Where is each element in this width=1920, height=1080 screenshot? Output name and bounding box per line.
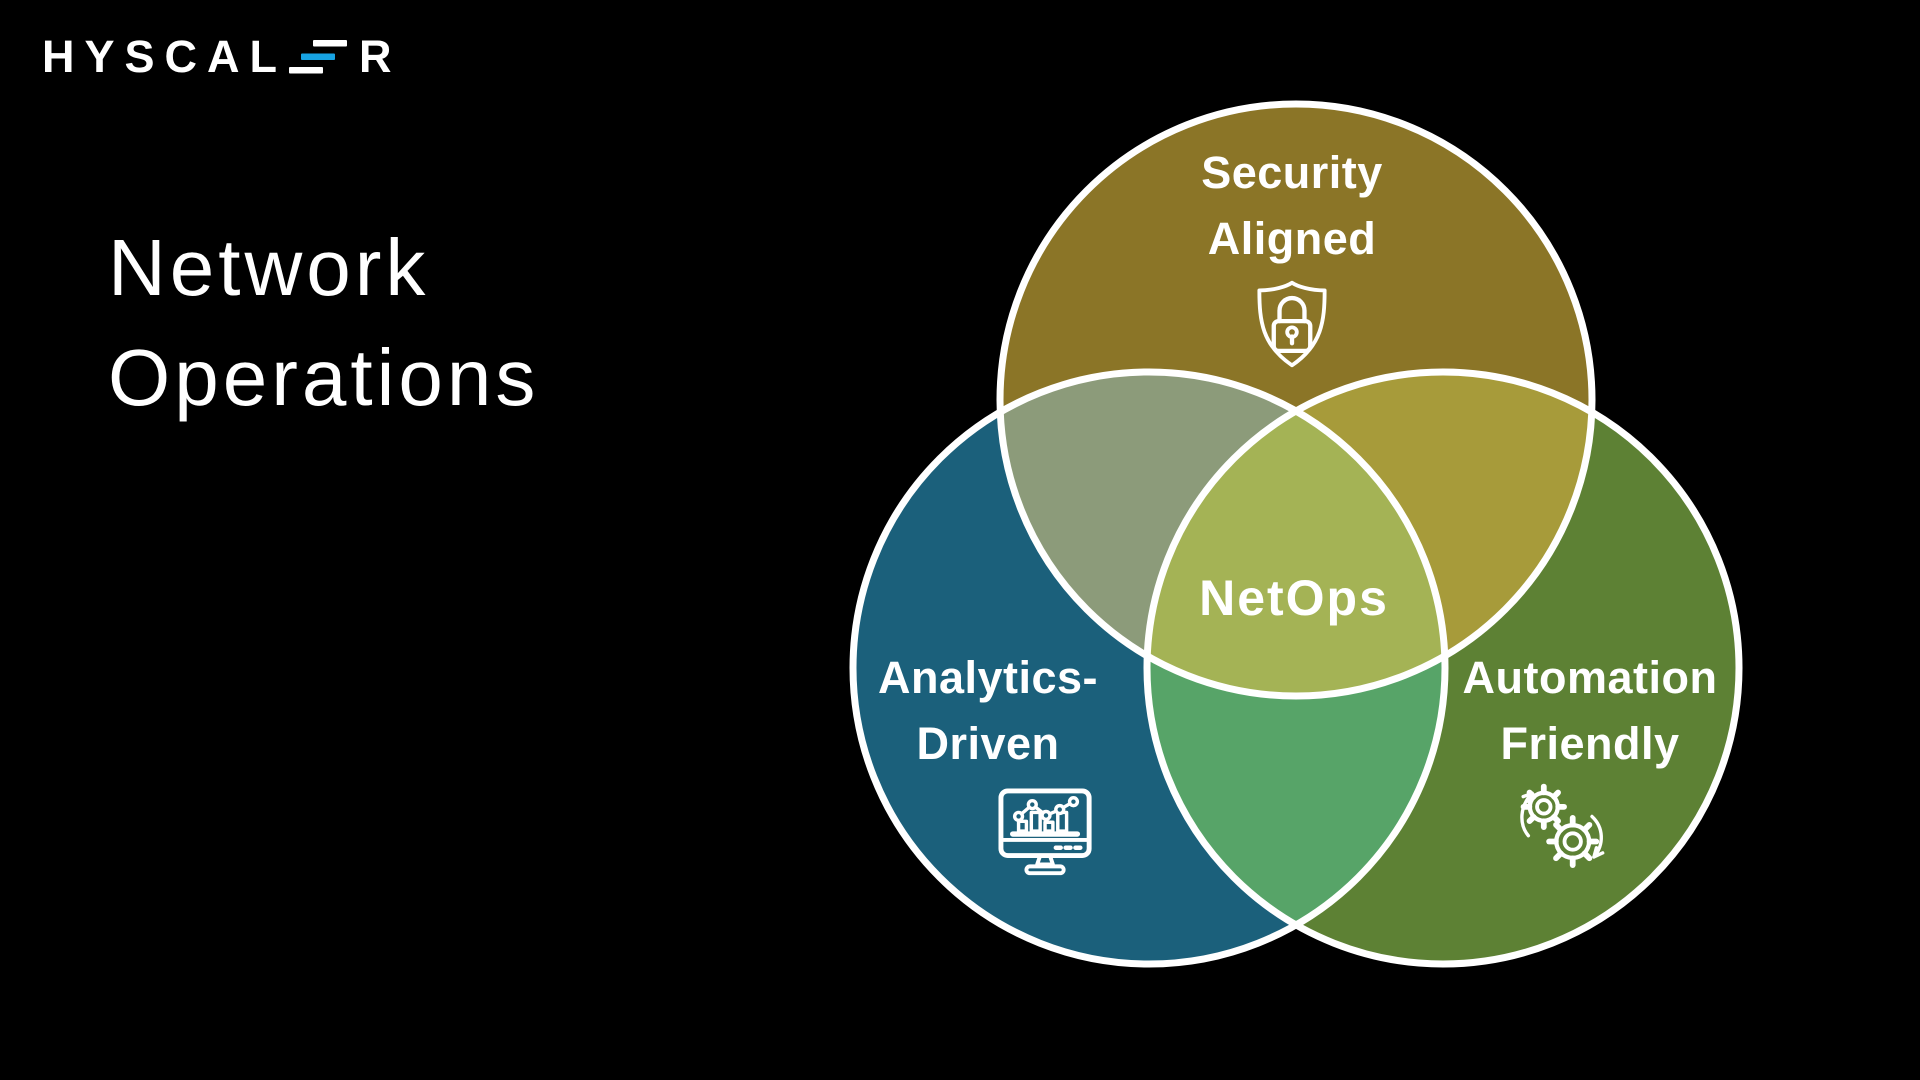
security-label-line-1: Security [1201,147,1383,198]
security-circle-outline [996,100,1596,700]
logo-e-bar-bottom [289,66,324,73]
brand-logo-e-glyph [289,39,348,73]
netops-label: NetOps [1199,570,1389,626]
analytics-circle-outline [849,368,1449,968]
brand-logo-text-prefix: HYSCAL [42,31,288,82]
analytics-label-line-2: Driven [916,718,1060,769]
page-title-line-1: Network [108,223,430,312]
security-label-line-2: Aligned [1207,213,1377,264]
security-label: Security Aligned [1201,140,1383,272]
shield-lock-icon [1244,276,1340,372]
automation-label-line-1: Automation [1462,652,1718,703]
analytics-monitor-icon [993,786,1101,884]
brand-logo-text-suffix: R [359,31,402,82]
automation-gears-icon [1512,780,1618,878]
analytics-label-line-1: Analytics- [877,652,1099,703]
automation-circle-outline [1143,368,1743,968]
page-title: Network Operations [108,213,539,433]
page-title-line-2: Operations [108,333,540,422]
brand-logo: HYSCAL R [42,34,402,79]
logo-e-bar-middle [301,53,336,60]
analytics-label: Analytics- Driven [878,645,1098,777]
logo-e-bar-top [313,39,348,46]
automation-label-line-2: Friendly [1500,718,1680,769]
automation-label: Automation Friendly [1463,645,1718,777]
